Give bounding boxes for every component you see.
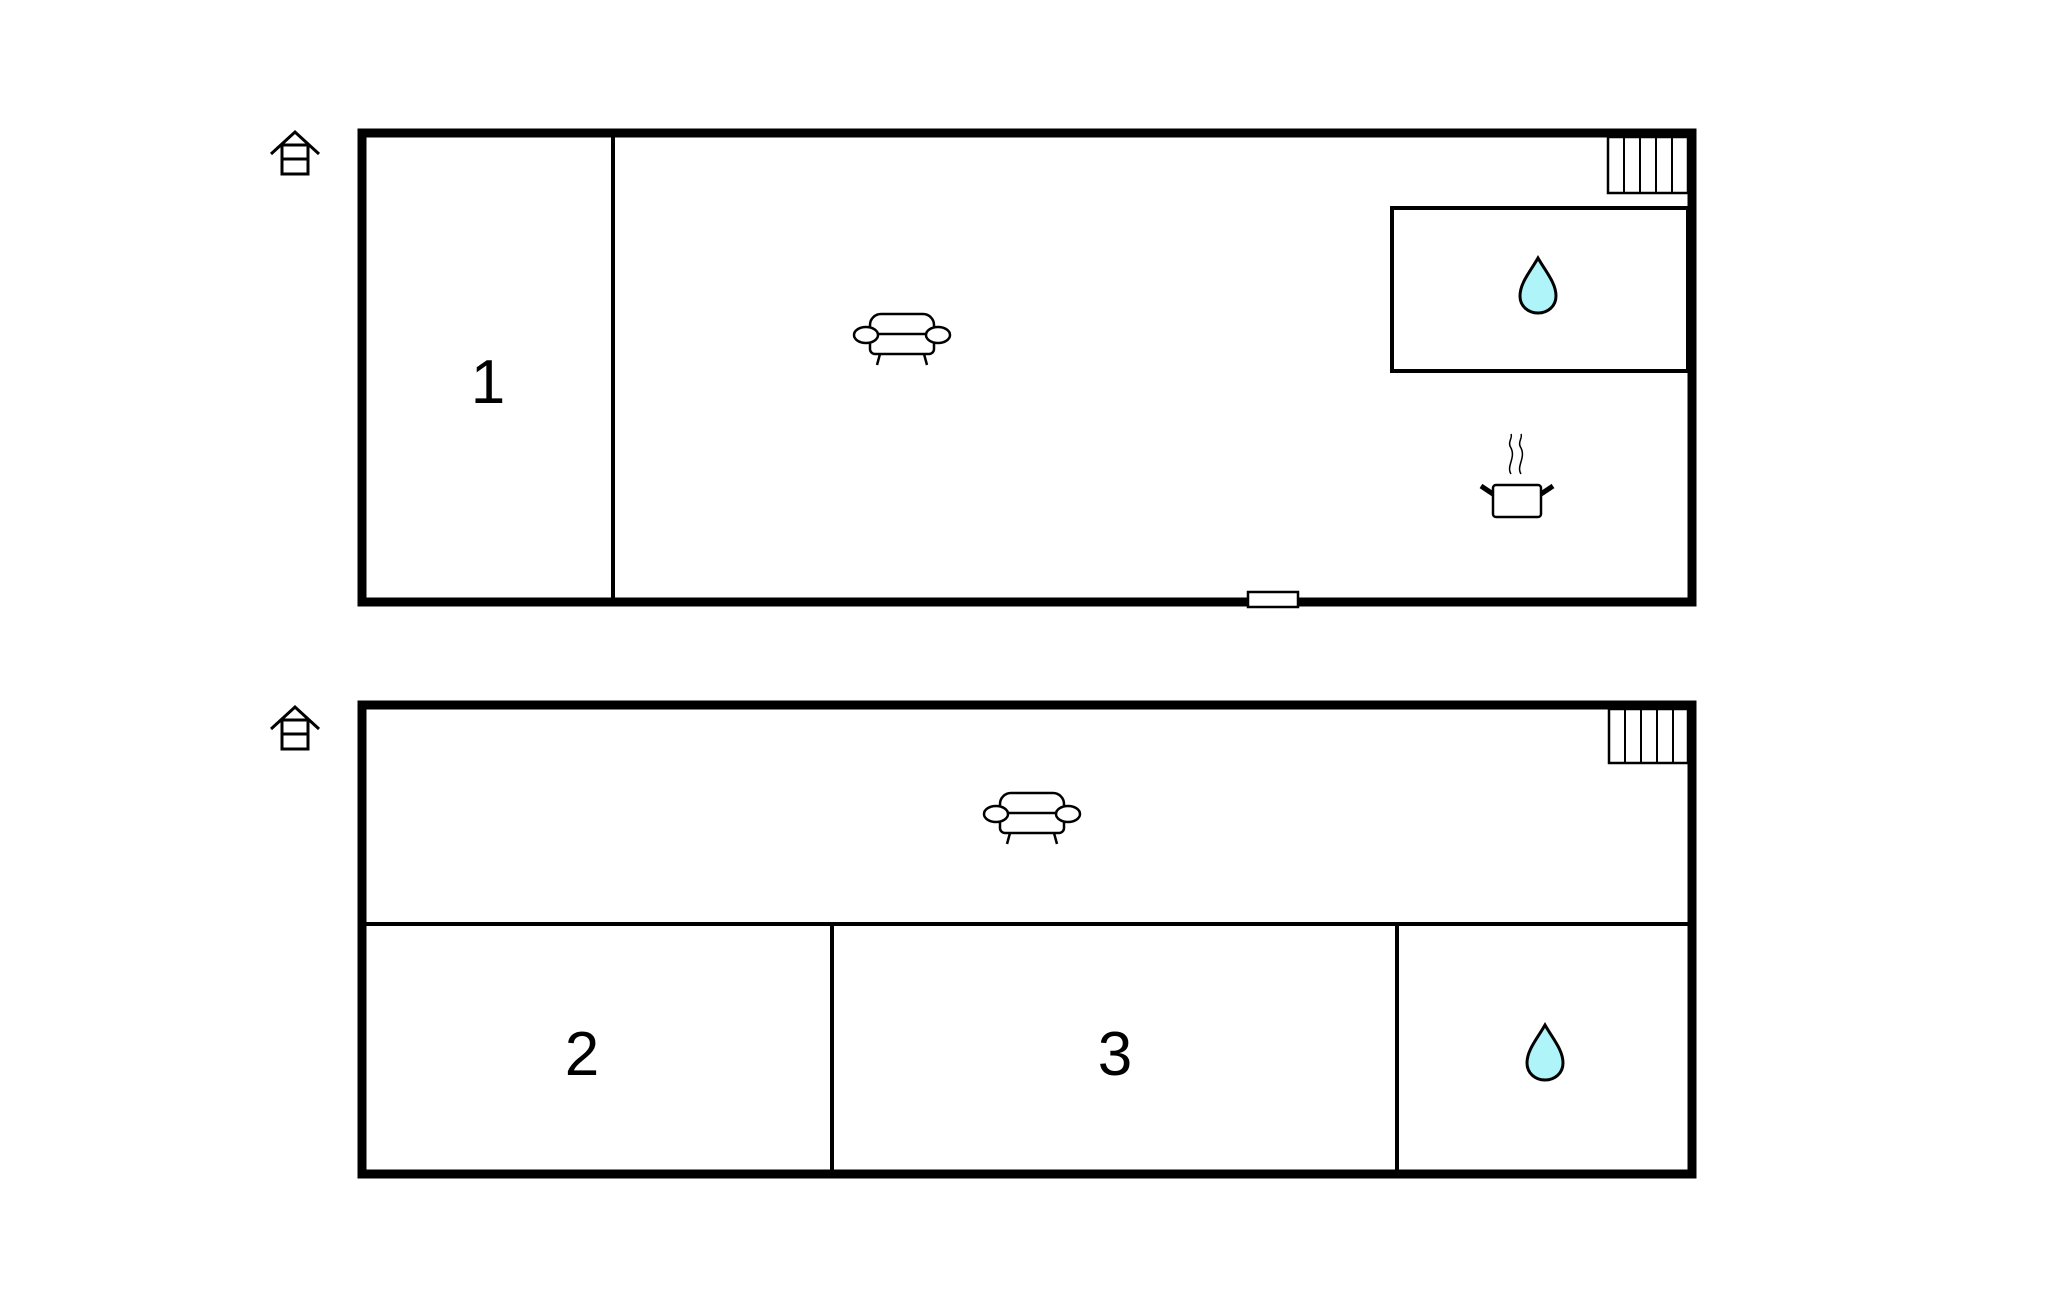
floor-1-bathroom-walls bbox=[1390, 206, 1690, 373]
floor-1-water-drop-icon bbox=[1518, 256, 1558, 315]
floor-1-outer-wall bbox=[357, 128, 1697, 607]
floor-1-house-floor-icon bbox=[269, 130, 321, 176]
floor-1: 1 bbox=[269, 128, 1697, 609]
floor-2-house-floor-icon bbox=[269, 705, 321, 751]
floor-1-door-icon bbox=[1246, 590, 1300, 609]
floor-2-outer-wall bbox=[357, 700, 1697, 1179]
floor-2: 2 3 bbox=[269, 700, 1697, 1179]
floor-2-water-drop-icon bbox=[1525, 1023, 1565, 1082]
room-1-label: 1 bbox=[471, 348, 505, 417]
floor-1-stairs-icon bbox=[1606, 135, 1690, 195]
floor-1-sofa-icon bbox=[852, 312, 952, 367]
floor-2-stairs-icon bbox=[1607, 707, 1690, 765]
floor-1-cooking-pot-icon bbox=[1479, 433, 1555, 519]
room-3-label: 3 bbox=[1098, 1020, 1132, 1089]
floor-2-sofa-icon bbox=[982, 791, 1082, 846]
room-2-label: 2 bbox=[565, 1020, 599, 1089]
